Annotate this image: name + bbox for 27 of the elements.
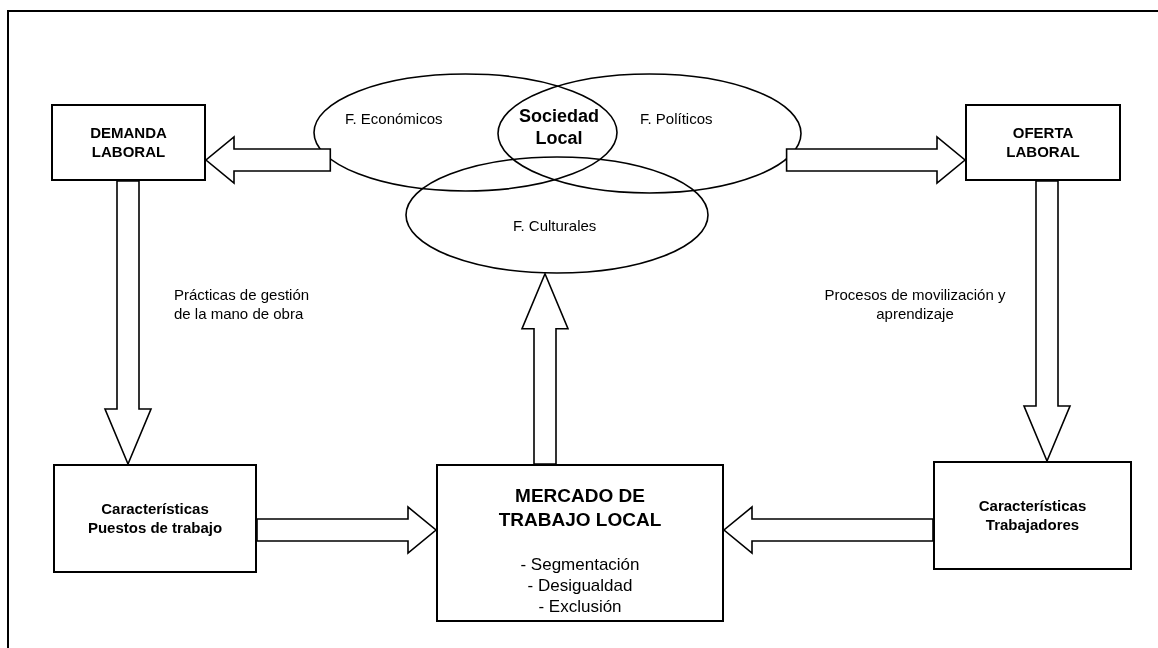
ellipse-label: F. Económicos: [345, 110, 443, 127]
ellipse-label: F. Culturales: [513, 217, 597, 234]
list-item: - Desigualdad: [527, 574, 633, 596]
center-label: Sociedad Local: [496, 105, 622, 149]
box-title: MERCADO DE TRABAJO LOCAL: [497, 484, 663, 532]
process-box: [51, 104, 206, 181]
process-box: [53, 464, 257, 573]
block-arrow: [520, 271, 570, 465]
box-title: Características Puestos de trabajo: [86, 499, 224, 538]
process-box: [436, 464, 724, 622]
ellipse: [313, 73, 618, 192]
block-arrow: [204, 135, 332, 185]
block-arrow: [103, 180, 153, 467]
process-box: [965, 104, 1121, 181]
block-arrow: [785, 135, 967, 185]
box-title: OFERTA LABORAL: [1005, 123, 1081, 162]
ellipse: [405, 156, 709, 274]
process-box: [933, 461, 1132, 570]
block-arrow: [256, 505, 438, 555]
ellipse: [497, 73, 802, 194]
block-arrow: [722, 505, 934, 555]
list-item: - Exclusión: [538, 596, 622, 618]
box-title: Características Trabajadores: [977, 496, 1088, 535]
ellipse-label: F. Políticos: [640, 110, 713, 127]
list-item: - Segmentación: [520, 553, 640, 575]
box-title: DEMANDA LABORAL: [89, 123, 168, 162]
block-arrow: [1022, 180, 1072, 464]
